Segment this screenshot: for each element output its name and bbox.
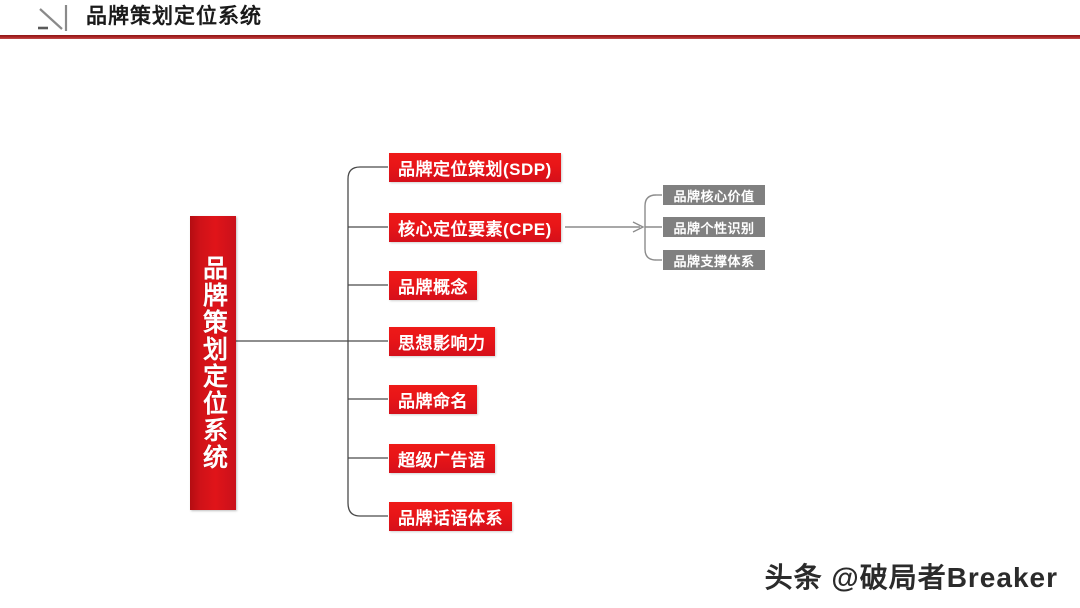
branch-node-label: 超级广告语 [398, 451, 486, 470]
sub-node-label: 品牌个性识别 [673, 220, 755, 236]
branch-node-label: 品牌定位策划(SDP) [398, 160, 552, 179]
brand-planning-tree-diagram: 品牌策划定位系统 品牌定位策划(SDP) 核心定位要素(CPE) 品牌概念 思想… [0, 39, 1080, 608]
diagonal-arrow-icon [36, 3, 78, 33]
branch-node-label: 品牌命名 [398, 392, 468, 411]
watermark: 头条 @破局者Breaker [764, 562, 1058, 593]
branch-node-brand-concept[interactable]: 品牌概念 [389, 271, 477, 300]
header-divider [0, 35, 1080, 39]
arrow-head-icon [632, 221, 645, 233]
branch-node-cpe[interactable]: 核心定位要素(CPE) [389, 213, 561, 242]
branch-node-brand-naming[interactable]: 品牌命名 [389, 385, 477, 414]
branch-node-sdp[interactable]: 品牌定位策划(SDP) [389, 153, 561, 182]
sub-node-brand-core-value[interactable]: 品牌核心价值 [663, 185, 765, 205]
page-header: 品牌策划定位系统 [0, 0, 1080, 36]
branch-node-thought-influence[interactable]: 思想影响力 [389, 327, 495, 356]
branch-node-brand-discourse-system[interactable]: 品牌话语体系 [389, 502, 512, 531]
sub-node-label: 品牌支撑体系 [673, 253, 755, 269]
branch-node-label: 品牌概念 [398, 278, 468, 297]
sub-node-brand-personality-identity[interactable]: 品牌个性识别 [663, 217, 765, 237]
branch-node-label: 核心定位要素(CPE) [398, 220, 552, 239]
branch-node-label: 品牌话语体系 [398, 509, 503, 528]
root-node-label: 品牌策划定位系统 [199, 255, 228, 471]
branch-node-label: 思想影响力 [398, 334, 486, 353]
root-node-brand-planning-system[interactable]: 品牌策划定位系统 [190, 216, 236, 510]
page-title: 品牌策划定位系统 [86, 5, 262, 28]
tree-connectors [236, 166, 662, 517]
sub-node-label: 品牌核心价值 [673, 188, 755, 204]
branch-node-super-slogan[interactable]: 超级广告语 [389, 444, 495, 473]
sub-node-brand-support-system[interactable]: 品牌支撑体系 [663, 250, 765, 270]
